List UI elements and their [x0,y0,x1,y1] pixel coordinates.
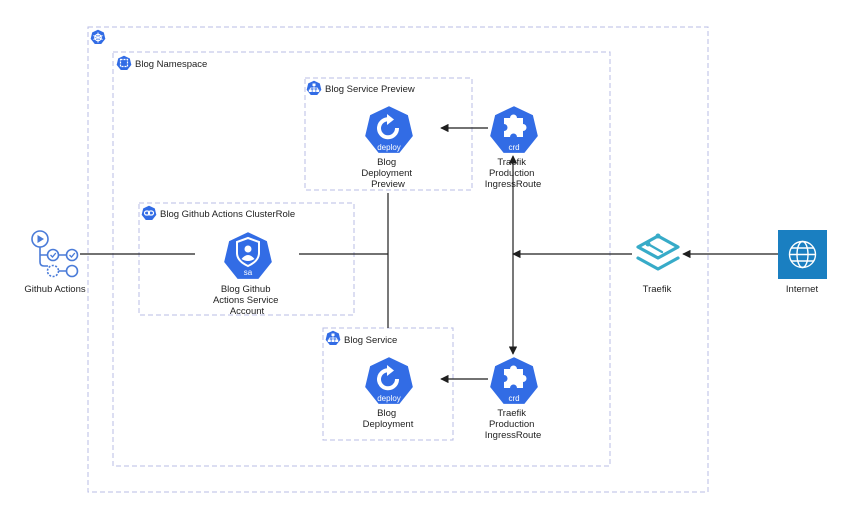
sa-badge: sa [244,268,253,277]
crd-preview-badge: crd [508,143,519,152]
service-preview-label: Blog Service Preview [325,84,415,95]
crd-preview-label-line-1: Traefik [497,157,526,168]
crd-preview-label-line-3: IngressRoute [485,179,542,190]
deploy-label-line-1: Blog [377,408,396,419]
deploy-preview-badge: deploy [377,143,401,152]
kubernetes-icon [90,29,106,45]
sa-label-line-3: Account [230,306,265,317]
namespace-icon [116,55,132,71]
service-account-icon [222,230,274,281]
deploy-label-line-2: Deployment [363,419,414,430]
deploy-preview-icon [363,104,415,155]
internet-label: Internet [786,284,819,295]
crd-badge: crd [508,394,519,403]
sa-label-line-1: Blog Github [221,284,271,295]
github-actions-label: Github Actions [24,284,86,295]
crd-label-line-1: Traefik [497,408,526,419]
namespace-label: Blog Namespace [135,59,207,70]
clusterrole-label: Blog Github Actions ClusterRole [160,209,295,220]
service-label: Blog Service [344,335,397,346]
github-actions-icon [31,230,79,278]
cluster-boundary [87,26,709,493]
crd-preview-icon [488,104,540,155]
crd-label: Traefik Production IngressRoute [485,408,542,441]
clusterrole-group [138,202,355,316]
deploy-preview-label-line-3: Preview [371,179,405,190]
service-preview-icon [306,80,322,96]
crd-preview-label-line-2: Production [489,168,534,179]
crd-label-line-2: Production [489,419,534,430]
namespace-group [112,51,611,467]
sa-label-line-2: Actions Service [213,295,278,306]
deploy-label: Blog Deployment [363,408,414,430]
crd-icon [488,355,540,406]
sa-label: Blog Github Actions Service Account [213,284,281,317]
deploy-badge: deploy [377,394,401,403]
service-icon [325,330,341,346]
crd-preview-label: Traefik Production IngressRoute [485,157,542,190]
crd-label-line-3: IngressRoute [485,430,542,441]
deploy-preview-label-line-2: Deployment [361,168,412,179]
clusterrole-icon [141,205,157,221]
traefik-label: Traefik [643,284,672,295]
deploy-preview-label: Blog Deployment Preview [361,157,414,190]
deploy-preview-label-line-1: Blog [377,157,396,168]
traefik-icon [636,233,680,271]
edges [80,123,779,384]
service-preview-group [304,77,473,191]
internet-icon [778,230,827,279]
deploy-icon [363,355,415,406]
